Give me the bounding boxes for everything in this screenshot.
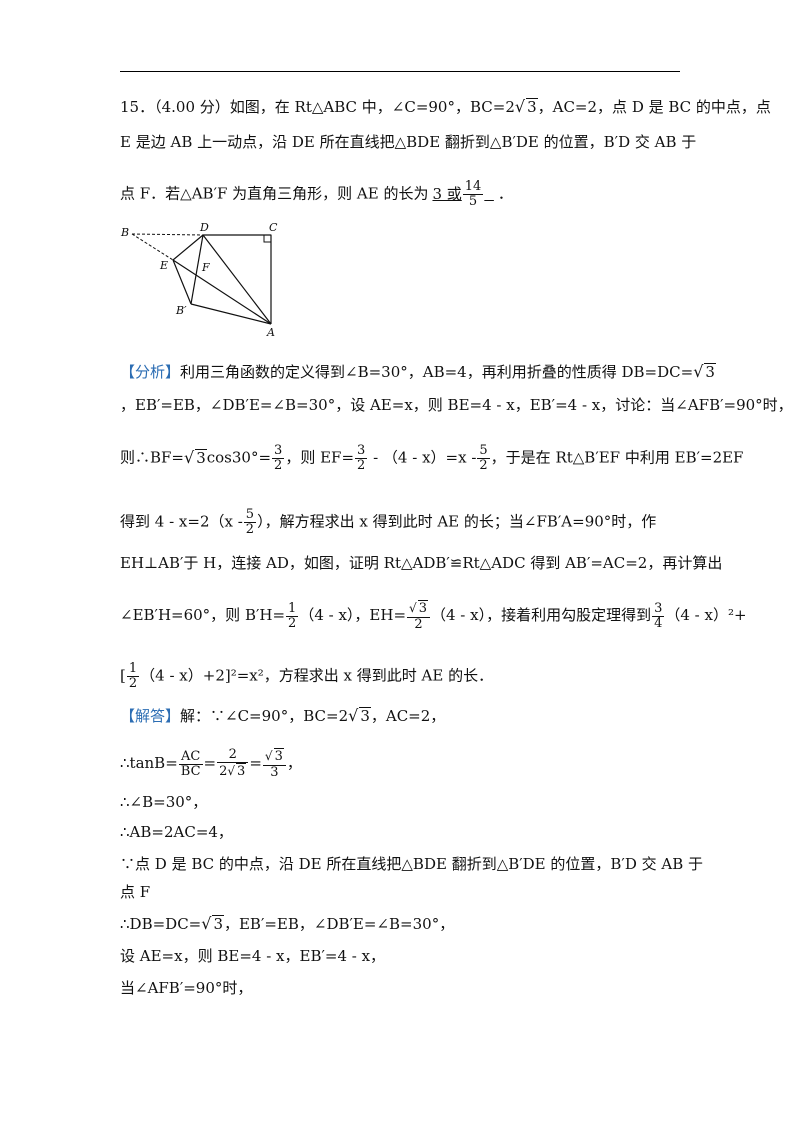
segment-de [172,234,204,261]
triangle-diagram: B D C E F B′ A [120,221,278,339]
segment-bd-dashed [131,233,204,236]
segment-ea [172,259,272,325]
solution-line-8: 设 AE=x，则 BE=4 - x，EB′=4 - x， [120,947,386,965]
segment-da [202,234,272,325]
segment-b-prime-a [190,303,272,325]
solution-line-1: 【解答】解：∵∠C=90°，BC=2√3，AC=2， [120,706,446,725]
problem-line-1: 15．（4.00 分）如图，在 Rt△ABC 中，∠C=90°，BC=2√3，A… [120,97,771,116]
label-c: C [269,222,278,234]
solution-line-4: ∴AB=2AC=4， [120,823,233,841]
solution-tag: 【解答】 [120,707,181,725]
solution-line-7: ∴DB=DC=√3，EB′=EB，∠DB′E=∠B=30°， [120,914,455,933]
label-f: F [201,261,210,274]
solution-line-3: ∴∠B=30°， [120,793,208,811]
label-d: D [199,222,209,234]
header-rule [120,71,680,72]
segment-db-prime [190,234,204,305]
problem-number: 15．（4.00 分） [120,98,230,116]
analysis-line-5: EH⊥AB′于 H，连接 AD，如图，证明 Rt△ADB′≌Rt△ADC 得到 … [120,554,723,572]
solution-line-5: ∵点 D 是 BC 的中点，沿 DE 所在直线把△BDE 翻折到△B′DE 的位… [120,855,704,873]
solution-line-6: 点 F [120,883,151,901]
segment-be-dashed [131,233,174,261]
segment-eb-prime [172,259,192,305]
right-angle-mark [263,234,272,243]
analysis-tag: 【分析】 [120,363,181,381]
analysis-line-1: 【分析】利用三角函数的定义得到∠B=30°，AB=4，再利用折叠的性质得 DB=… [120,362,716,381]
label-b-prime: B′ [175,304,187,317]
analysis-line-2: ，EB′=EB，∠DB′E=∠B=30°，设 AE=x，则 BE=4 - x，E… [120,396,793,414]
problem-line-2: E 是边 AB 上一动点，沿 DE 所在直线把△BDE 翻折到△B′DE 的位置… [120,133,697,151]
geometry-figure: B D C E F B′ A [118,221,288,342]
label-b: B [120,226,129,239]
label-a: A [266,326,275,339]
sqrt-3: 3 [526,98,538,116]
label-e: E [159,259,168,272]
solution-line-9: 当∠AFB′=90°时， [120,979,253,997]
